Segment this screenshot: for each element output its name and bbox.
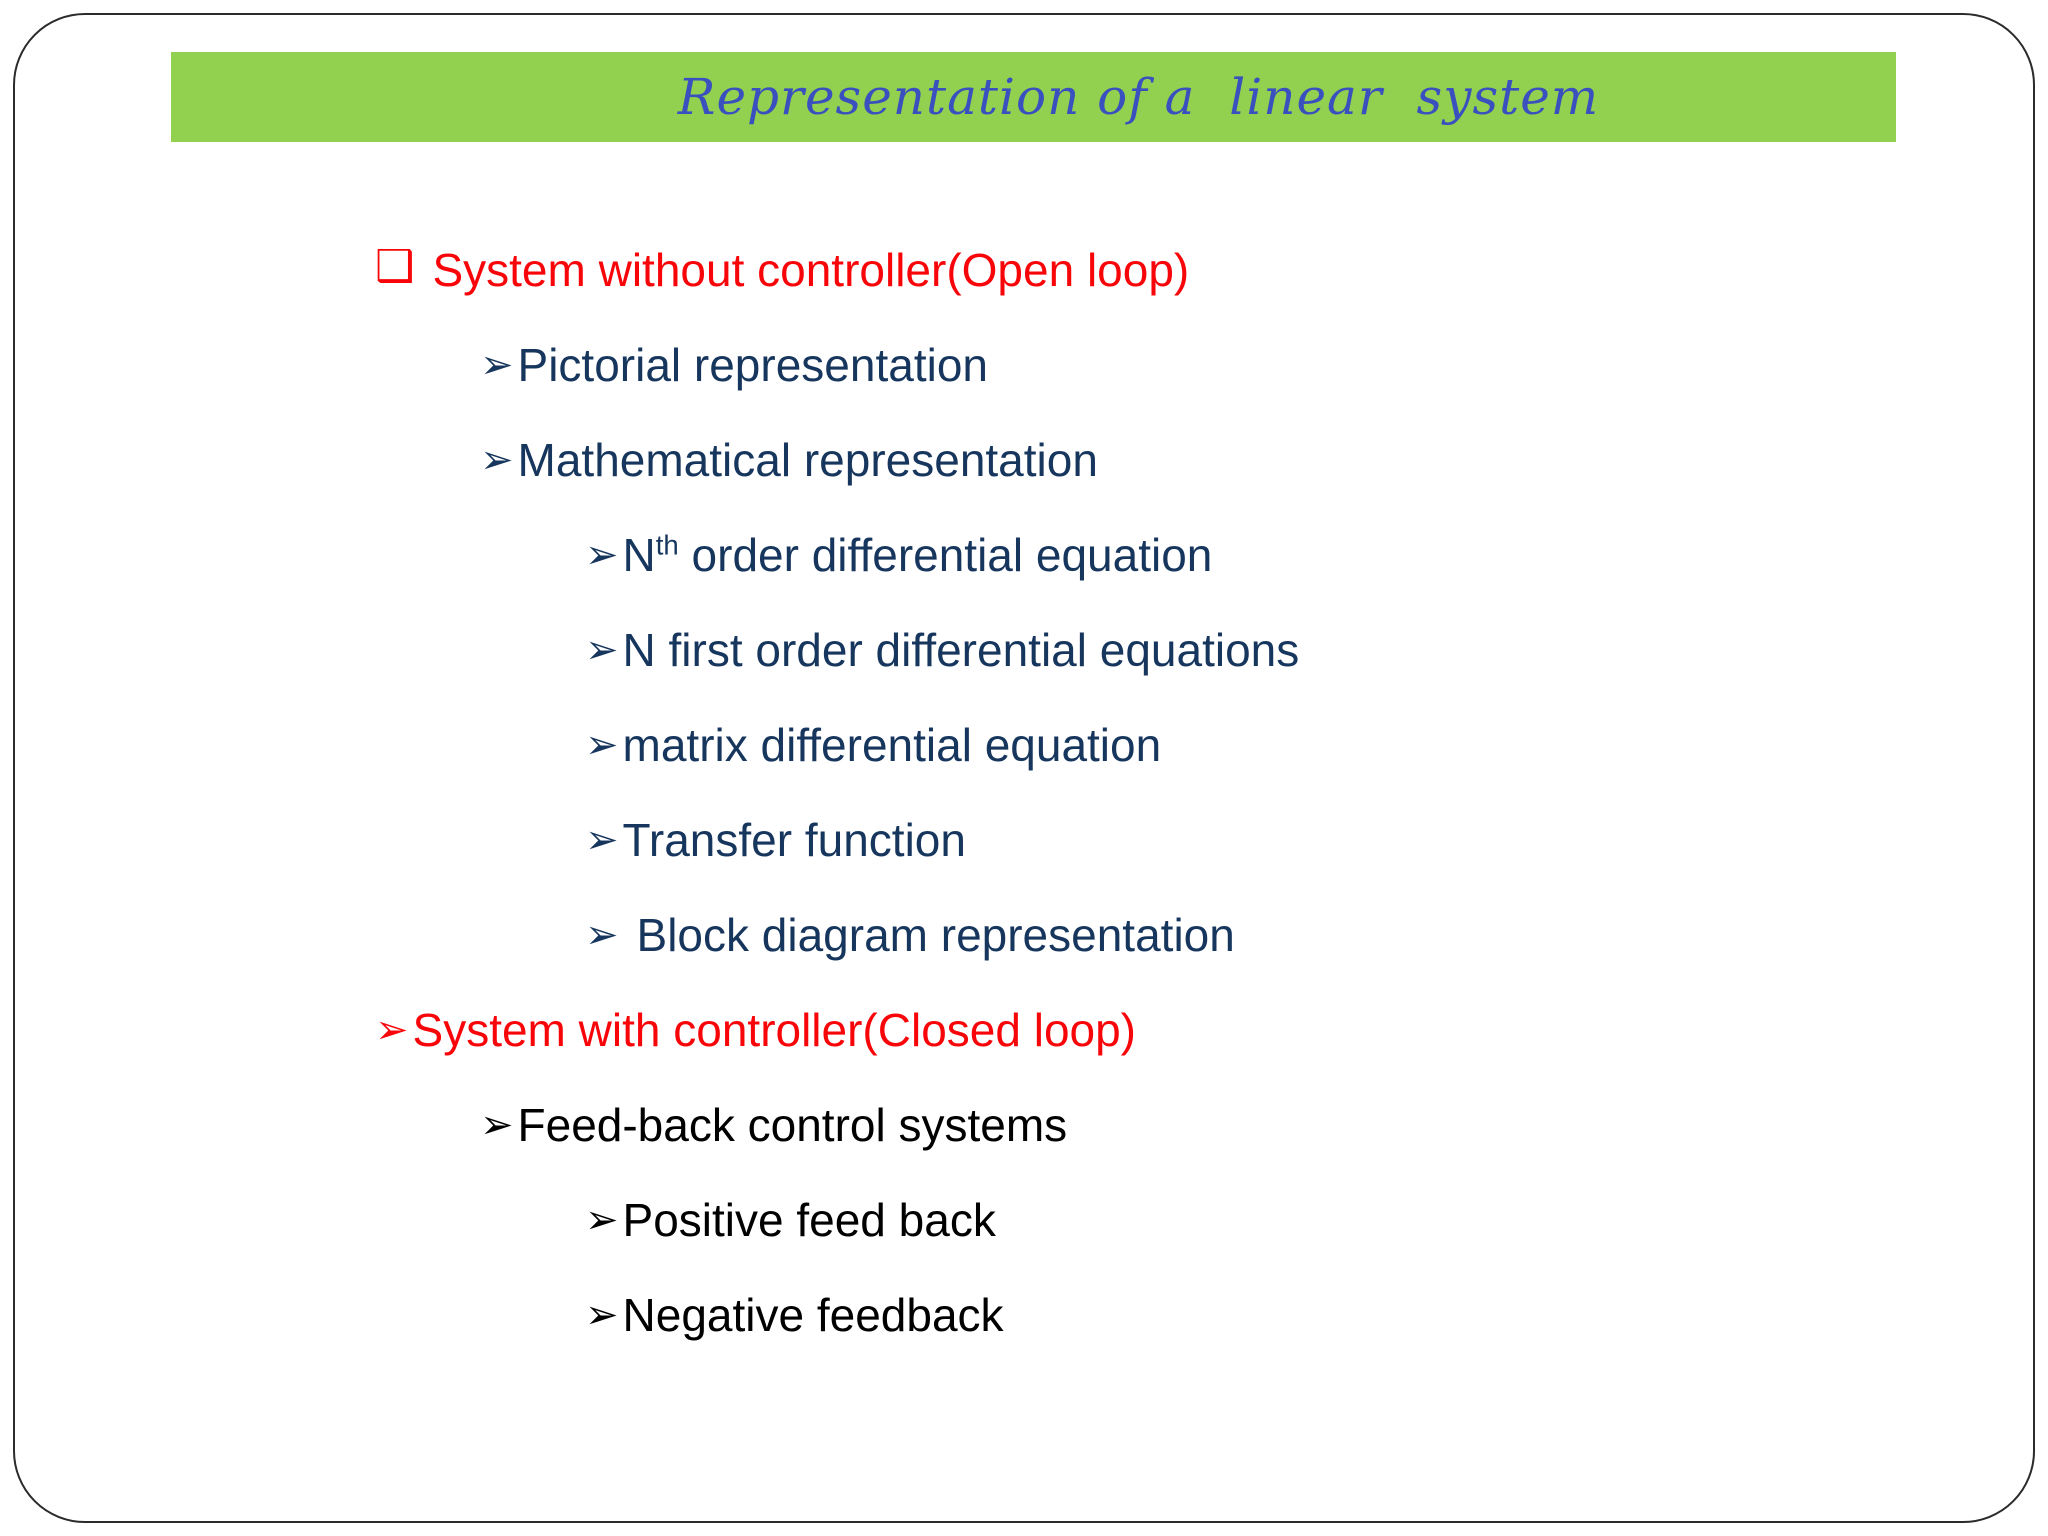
bullet-n-first-order: ➢ N first order differential equations: [0, 602, 2048, 697]
bullet-transfer-function: ➢ Transfer function: [0, 792, 2048, 887]
bullet-closed-loop: ➢ System with controller(Closed loop): [0, 982, 2048, 1077]
arrow-bullet-icon: ➢: [585, 1291, 619, 1338]
bullet-text: Pictorial representation: [517, 338, 988, 391]
title-bar: Representation of a linear system: [171, 52, 1896, 142]
arrow-bullet-icon: ➢: [480, 436, 514, 483]
slide-border: [13, 13, 2035, 1523]
bullet-feedback-systems: ➢ Feed-back control systems: [0, 1077, 2048, 1172]
bullet-text: Feed-back control systems: [517, 1098, 1068, 1151]
bullet-block-diagram: ➢ Block diagram representation: [0, 887, 2048, 982]
bullet-text: Transfer function: [622, 813, 966, 866]
bullet-positive-feedback: ➢ Positive feed back: [0, 1172, 2048, 1267]
arrow-bullet-icon: ➢: [585, 816, 619, 863]
bullet-mathematical: ➢ Mathematical representation: [0, 412, 2048, 507]
bullet-pictorial: ➢ Pictorial representation: [0, 317, 2048, 412]
bullet-text: matrix differential equation: [622, 718, 1162, 771]
arrow-bullet-icon: ➢: [585, 1196, 619, 1243]
bullet-text: Nth order differential equation: [622, 528, 1213, 581]
bullet-open-loop: ❑ System without controller(Open loop): [0, 222, 2048, 317]
arrow-bullet-icon: ➢: [585, 626, 619, 673]
arrow-bullet-icon: ➢: [375, 1006, 409, 1053]
bullet-matrix: ➢ matrix differential equation: [0, 697, 2048, 792]
square-bullet-icon: ❑: [375, 240, 415, 292]
bullet-negative-feedback: ➢ Negative feedback: [0, 1267, 2048, 1362]
arrow-bullet-icon: ➢: [585, 721, 619, 768]
arrow-bullet-icon: ➢: [585, 531, 619, 578]
arrow-bullet-icon: ➢: [585, 911, 619, 958]
bullet-nth-order: ➢ Nth order differential equation: [0, 507, 2048, 602]
bullet-text: Negative feedback: [622, 1288, 1004, 1341]
bullet-text: Positive feed back: [622, 1193, 996, 1246]
bullet-text: Mathematical representation: [517, 433, 1098, 486]
bullet-text: N first order differential equations: [622, 623, 1300, 676]
arrow-bullet-icon: ➢: [480, 1101, 514, 1148]
bullet-text: System with controller(Closed loop): [412, 1003, 1137, 1056]
bullet-text: Block diagram representation: [636, 908, 1235, 961]
superscript-th: th: [655, 529, 679, 561]
arrow-bullet-icon: ➢: [480, 341, 514, 388]
bullet-text: System without controller(Open loop): [432, 243, 1190, 296]
slide-title: Representation of a linear system: [677, 68, 1600, 126]
bullet-list: ❑ System without controller(Open loop) ➢…: [0, 222, 2048, 1362]
